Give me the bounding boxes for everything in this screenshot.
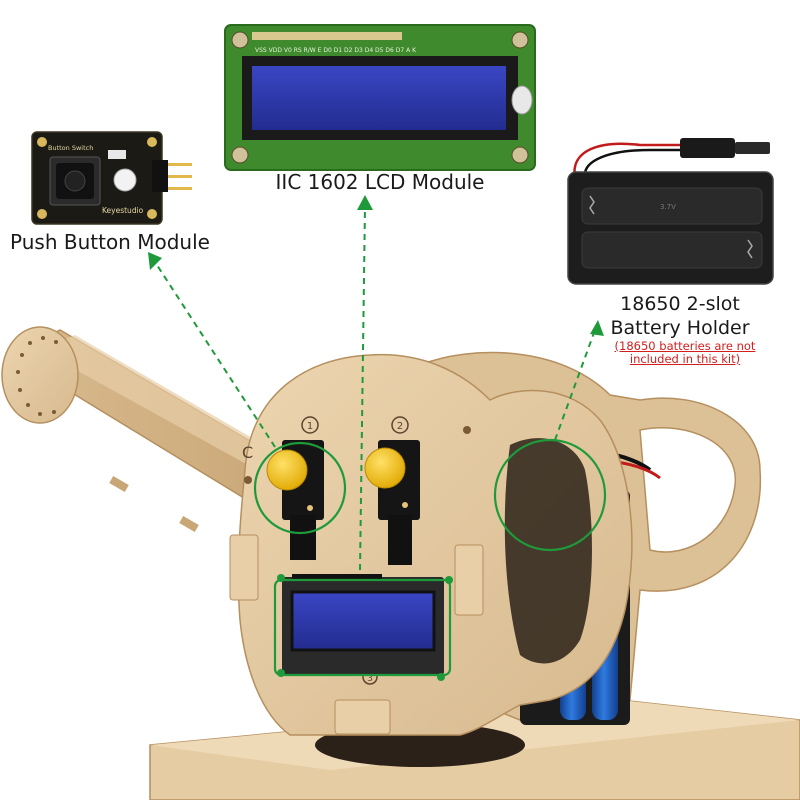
- marker-circle-2: [391, 416, 409, 434]
- arrowhead-button: [148, 252, 162, 270]
- holder-embossed-text: 3.7V: [660, 203, 676, 211]
- dc-plug-body: [680, 138, 735, 158]
- battery-holder-label: 18650 2-slot Battery Holder: [580, 292, 780, 340]
- marker-number-3: 3: [367, 674, 373, 684]
- dc-plug-tip: [735, 142, 770, 154]
- wooden-arm: [1, 326, 301, 532]
- highlight-battery-circle: [493, 438, 607, 552]
- marker-circle-1: [301, 416, 319, 434]
- arrow-to-battery-label: [554, 329, 596, 441]
- holder-slot-2: [581, 231, 763, 269]
- yellow-button-1: [266, 449, 308, 491]
- lcd-module-label: IIC 1602 LCD Module: [275, 170, 485, 194]
- holder-slot-1: [581, 187, 763, 225]
- push-button-module-picture: Button Switch Keyestudio: [31, 131, 192, 225]
- lcd-header-pins: [252, 32, 402, 40]
- arm-wheel: [1, 326, 79, 424]
- battery-note-line1: (18650 batteries are not: [614, 339, 756, 353]
- yellow-button-2: [364, 447, 406, 489]
- side-tab-right: [454, 544, 484, 616]
- mounted-lcd: [282, 574, 444, 675]
- button-pcb-brand: Keyestudio: [102, 206, 144, 215]
- battery-holder-picture: 3.7V: [567, 138, 774, 285]
- plate-letter-c: C: [242, 443, 253, 462]
- arrowhead-lcd: [357, 195, 373, 210]
- side-tab-left: [229, 534, 259, 601]
- lcd-pin-labels: VSS VDD V0 RS R/W E D0 D1 D2 D3 D4 D5 D6…: [255, 47, 417, 54]
- mounted-button-module-2: [364, 440, 420, 565]
- battery-not-included-note: (18650 batteries are not included in thi…: [598, 340, 772, 366]
- button-cap-mount: [113, 168, 137, 192]
- callout-arrows: [154, 204, 596, 571]
- bottom-tab: [334, 699, 391, 735]
- highlights: [253, 438, 607, 677]
- mounted-lcd-screen: [290, 590, 436, 652]
- marker-number-2: 2: [397, 421, 403, 432]
- lcd-screen: [252, 66, 506, 130]
- handle-hole: [639, 427, 736, 553]
- arrow-to-lcd-label: [359, 204, 366, 571]
- push-button-module-label: Push Button Module: [10, 230, 210, 254]
- mounted-button-module-1: [266, 440, 324, 560]
- arrowhead-battery: [590, 320, 604, 336]
- lcd-module-picture: VSS VDD V0 RS R/W E D0 D1 D2 D3 D4 D5 D6…: [224, 24, 536, 171]
- arrow-to-button-label: [154, 261, 276, 448]
- highlight-lcd-box: [273, 578, 452, 677]
- battery-holder-label-line1: 18650 2-slot: [620, 293, 740, 315]
- button-pcb-title: Button Switch: [48, 144, 93, 152]
- marker-number-1: 1: [307, 421, 313, 432]
- highlight-button-circle: [253, 441, 347, 535]
- battery-note-line2: included in this kit): [629, 352, 741, 366]
- battery-holder-label-line2: Battery Holder: [610, 317, 750, 339]
